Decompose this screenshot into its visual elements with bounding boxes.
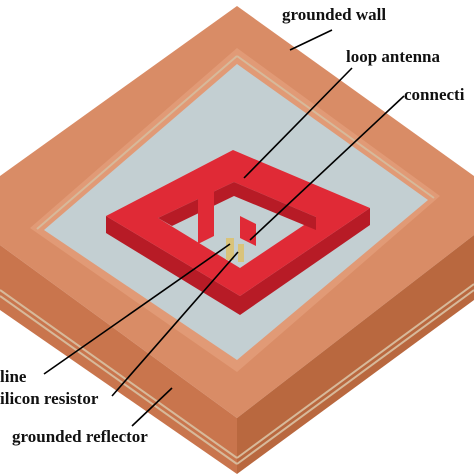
loop-antenna-inner-wall-2 [158,182,234,226]
leader-silicon-resistor [111,251,239,397]
loop-antenna-inner-wall [234,182,316,230]
wall-inner-stripe-2 [36,55,238,230]
leader-loop-antenna [243,67,353,179]
loop-antenna-feed-strip [198,188,214,244]
reflector-stripe-right [236,283,474,459]
loop-antenna-side-right [240,208,370,315]
reflector-stripe-left [0,289,238,459]
label-connection: connecti [404,85,465,104]
label-grounded-reflector: grounded reflector [12,427,148,446]
leader-connection [249,95,405,241]
leader-grounded-wall [289,29,333,51]
wall-inner-stripe [236,55,435,199]
label-loop-antenna: loop antenna [346,47,440,66]
leader-line [43,243,231,375]
label-grounded-wall: grounded wall [282,5,386,24]
label-silicon-resistor: ilicon resistor [0,389,99,408]
loop-antenna-side [106,216,240,315]
leader-grounded-reflector [131,387,173,427]
reflector-stripe-left-2 [0,295,238,465]
silicon-resistor [226,238,234,260]
reflector-stripe-right-2 [236,289,474,465]
silicon-resistor-2 [238,244,244,262]
label-line: line [0,367,27,386]
